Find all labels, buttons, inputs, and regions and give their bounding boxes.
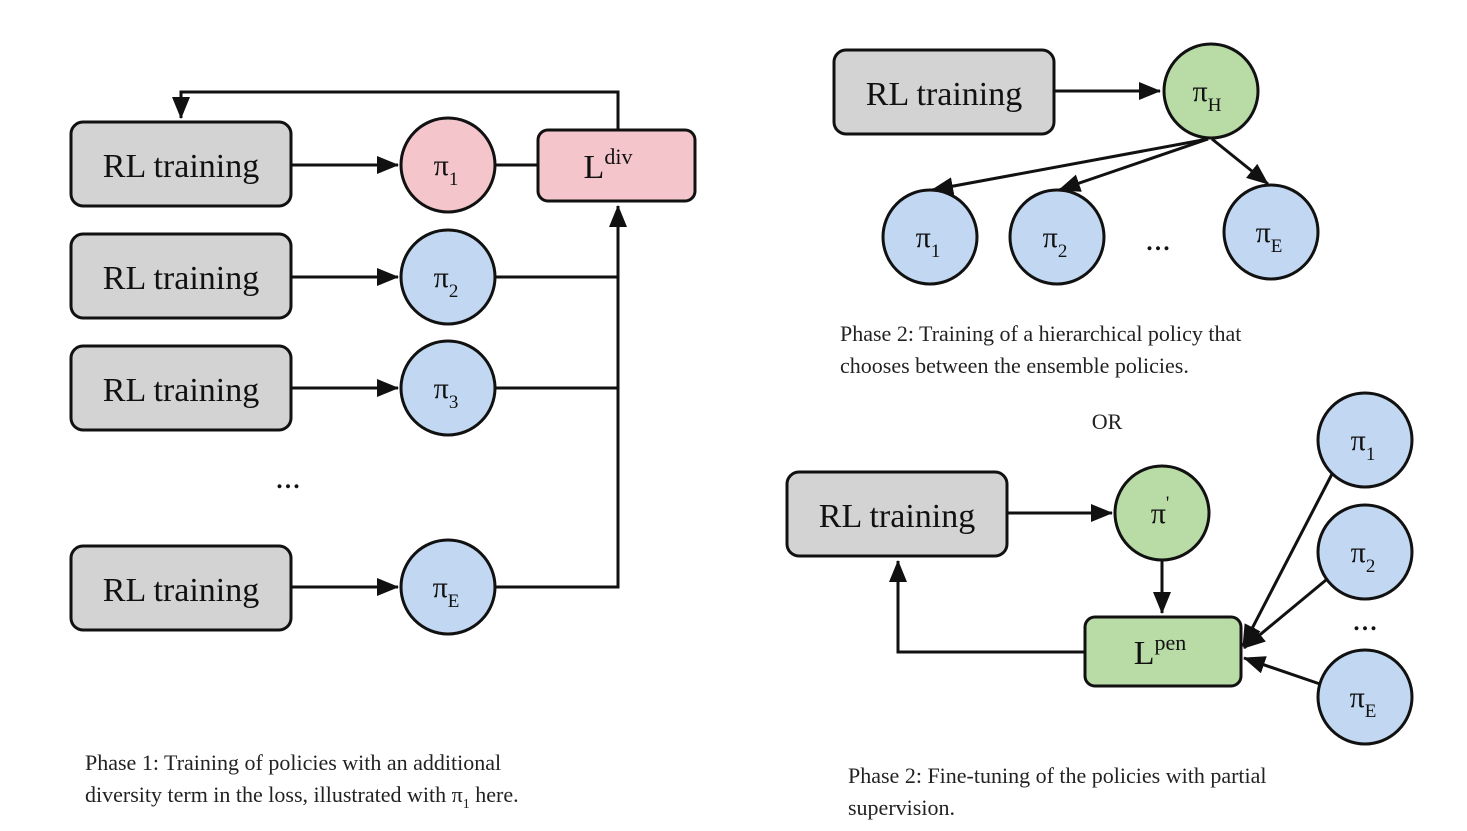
phase1-caption-line2: diversity term in the loss, illustrated … — [85, 782, 519, 812]
or-label: OR — [1092, 409, 1123, 434]
phase2b-ellipsis: ... — [1352, 601, 1378, 638]
phase2a-hier-policy — [1162, 42, 1260, 140]
phase2a-child-2 — [1008, 188, 1106, 286]
phase2b-ensemble-1 — [1316, 391, 1414, 489]
phase2b-feedback-line — [889, 560, 1085, 654]
phase2b-ensemble1-to-loss — [1241, 473, 1334, 647]
phase1-policy-1-label: π1 — [434, 149, 459, 190]
phase2b-caption-line2: supervision. — [848, 795, 955, 820]
phase1-policy-2-label: π2 — [434, 261, 459, 302]
phase2b-ensemble-2-label: π2 — [1351, 536, 1376, 577]
phase2b-ensemble-e — [1316, 648, 1414, 746]
phase2a-child-1-label: π1 — [916, 221, 941, 262]
phase1-policy-3-label: π3 — [434, 372, 459, 413]
phase2b-ensemble-e-label: πE — [1350, 681, 1377, 722]
phase1-loss-div-label: Ldiv — [584, 144, 633, 186]
phase1-ellipsis: ... — [275, 459, 301, 496]
phase2a-hier-label: πH — [1193, 75, 1222, 116]
phase2b-ensemble-2 — [1316, 503, 1414, 601]
phase2b-caption-line1: Phase 2: Fine-tuning of the policies wit… — [848, 763, 1267, 788]
phase2a-group: RL training πH π1 π2 ... πE Phase 2: Tra… — [832, 42, 1320, 378]
phase2b-ensemble2-to-loss — [1243, 578, 1327, 650]
phase2b-policy-prime-label: π' — [1151, 493, 1170, 530]
phase1-rl-label-3: RL training — [103, 372, 259, 409]
phase1-policy-e — [399, 538, 497, 636]
phase1-feedback-line — [172, 90, 620, 130]
phase1-policy-e-label: πE — [433, 571, 460, 612]
phase2a-caption-line1: Phase 2: Training of a hierarchical poli… — [840, 321, 1241, 346]
phase2b-loss-pen-label: Lpen — [1134, 630, 1187, 672]
phase2a-caption-line2: chooses between the ensemble policies. — [840, 353, 1189, 378]
phase2b-ensemblee-to-loss — [1243, 656, 1321, 686]
phase2a-branch-2 — [1058, 137, 1209, 192]
phase2a-ellipsis: ... — [1145, 221, 1171, 258]
phase2a-child-e-label: πE — [1256, 216, 1283, 257]
phase2a-rl-label: RL training — [866, 76, 1022, 113]
phase2a-branch-1 — [931, 137, 1209, 196]
phase1-rl-label-e: RL training — [103, 572, 259, 609]
phase1-policy-e-to-loss — [495, 205, 627, 589]
phase1-rl-label-2: RL training — [103, 260, 259, 297]
phase1-group: RL training π1 Ldiv RL training π2 RL tr… — [69, 90, 697, 812]
phase1-rl-label-1: RL training — [103, 148, 259, 185]
phase2a-child-e — [1222, 183, 1320, 281]
phase1-loss-div-box — [536, 128, 697, 203]
phase2b-group: RL training π' Lpen π1 π2 ... πE Phase 2… — [785, 391, 1414, 820]
phase2a-branch-e — [1211, 137, 1269, 186]
phase2a-child-1 — [881, 188, 979, 286]
phase2a-child-2-label: π2 — [1043, 221, 1068, 262]
phase1-caption-line1: Phase 1: Training of policies with an ad… — [85, 750, 501, 775]
phase2b-ensemble-1-label: π1 — [1351, 424, 1376, 465]
phase2b-rl-label: RL training — [819, 498, 975, 535]
